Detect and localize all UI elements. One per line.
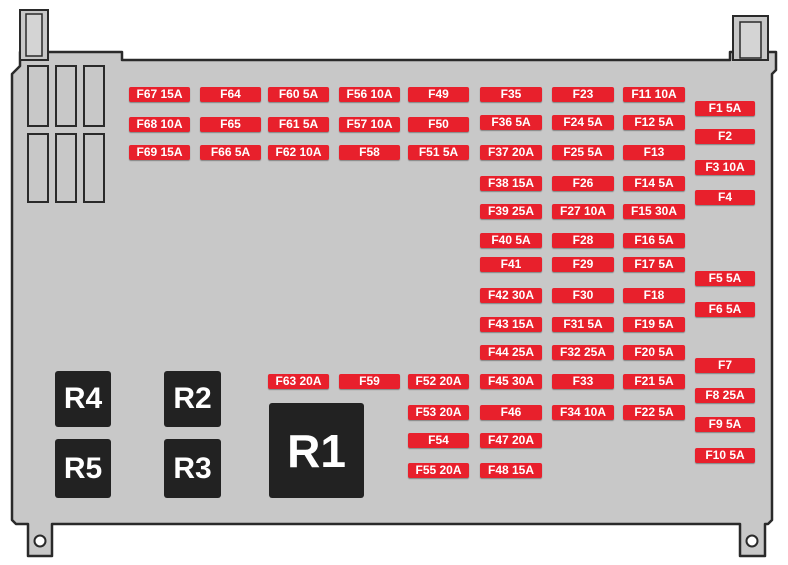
fuse-f21: F21 5A xyxy=(623,374,685,389)
fuse-f48: F48 15A xyxy=(480,463,542,478)
fuse-f3: F3 10A xyxy=(695,160,755,175)
fuse-f61: F61 5A xyxy=(268,117,329,132)
fuse-f36: F36 5A xyxy=(480,115,542,130)
fuse-f27: F27 10A xyxy=(552,204,614,219)
fuse-f63: F63 20A xyxy=(268,374,329,389)
relay-r5: R5 xyxy=(55,439,111,498)
relay-r2: R2 xyxy=(164,371,221,427)
fuse-f6: F6 5A xyxy=(695,302,755,317)
fuse-f25: F25 5A xyxy=(552,145,614,160)
fuse-f8: F8 25A xyxy=(695,388,755,403)
fuse-f62: F62 10A xyxy=(268,145,329,160)
fuse-f30: F30 xyxy=(552,288,614,303)
fuse-f2: F2 xyxy=(695,129,755,144)
connector-slots xyxy=(27,65,105,203)
fuse-f20: F20 5A xyxy=(623,345,685,360)
fuse-f44: F44 25A xyxy=(480,345,542,360)
fuse-f49: F49 xyxy=(408,87,469,102)
fuse-f60: F60 5A xyxy=(268,87,329,102)
fuse-f40: F40 5A xyxy=(480,233,542,248)
fuse-f45: F45 30A xyxy=(480,374,542,389)
fuse-f38: F38 15A xyxy=(480,176,542,191)
fuse-f28: F28 xyxy=(552,233,614,248)
fuse-f5: F5 5A xyxy=(695,271,755,286)
fuse-f68: F68 10A xyxy=(129,117,190,132)
fuse-f53: F53 20A xyxy=(408,405,469,420)
fuse-f9: F9 5A xyxy=(695,417,755,432)
fuse-f47: F47 20A xyxy=(480,433,542,448)
relay-r3: R3 xyxy=(164,439,221,498)
fuse-f16: F16 5A xyxy=(623,233,685,248)
fuse-f4: F4 xyxy=(695,190,755,205)
fuse-f65: F65 xyxy=(200,117,261,132)
fuse-f64: F64 xyxy=(200,87,261,102)
fuse-f67: F67 15A xyxy=(129,87,190,102)
fuse-f43: F43 15A xyxy=(480,317,542,332)
relay-r1: R1 xyxy=(269,403,364,498)
fuse-f15: F15 30A xyxy=(623,204,685,219)
fuse-f66: F66 5A xyxy=(200,145,261,160)
fuse-f54: F54 xyxy=(408,433,469,448)
fuse-f18: F18 xyxy=(623,288,685,303)
fuse-f34: F34 10A xyxy=(552,405,614,420)
fuse-f59: F59 xyxy=(339,374,400,389)
fuse-f41: F41 xyxy=(480,257,542,272)
fuse-f39: F39 25A xyxy=(480,204,542,219)
fuse-f50: F50 xyxy=(408,117,469,132)
fuse-f14: F14 5A xyxy=(623,176,685,191)
fuse-f24: F24 5A xyxy=(552,115,614,130)
fuse-f69: F69 15A xyxy=(129,145,190,160)
mount-hole-right xyxy=(745,534,759,548)
fuse-f22: F22 5A xyxy=(623,405,685,420)
fuse-f11: F11 10A xyxy=(623,87,685,102)
fuse-f32: F32 25A xyxy=(552,345,614,360)
fuse-f29: F29 xyxy=(552,257,614,272)
fuse-f13: F13 xyxy=(623,145,685,160)
fuse-f57: F57 10A xyxy=(339,117,400,132)
fuse-f23: F23 xyxy=(552,87,614,102)
fuse-f26: F26 xyxy=(552,176,614,191)
fuse-f46: F46 xyxy=(480,405,542,420)
fuse-f52: F52 20A xyxy=(408,374,469,389)
fuse-f10: F10 5A xyxy=(695,448,755,463)
fuse-f55: F55 20A xyxy=(408,463,469,478)
fuse-f17: F17 5A xyxy=(623,257,685,272)
mount-hole-left xyxy=(33,534,47,548)
fuse-f37: F37 20A xyxy=(480,145,542,160)
relay-r4: R4 xyxy=(55,371,111,427)
fuse-f33: F33 xyxy=(552,374,614,389)
fuse-f51: F51 5A xyxy=(408,145,469,160)
fuse-f7: F7 xyxy=(695,358,755,373)
fuse-f58: F58 xyxy=(339,145,400,160)
fuse-f12: F12 5A xyxy=(623,115,685,130)
fuse-f19: F19 5A xyxy=(623,317,685,332)
fuse-f56: F56 10A xyxy=(339,87,400,102)
fuse-f35: F35 xyxy=(480,87,542,102)
fuse-f1: F1 5A xyxy=(695,101,755,116)
fuse-f42: F42 30A xyxy=(480,288,542,303)
fuse-f31: F31 5A xyxy=(552,317,614,332)
